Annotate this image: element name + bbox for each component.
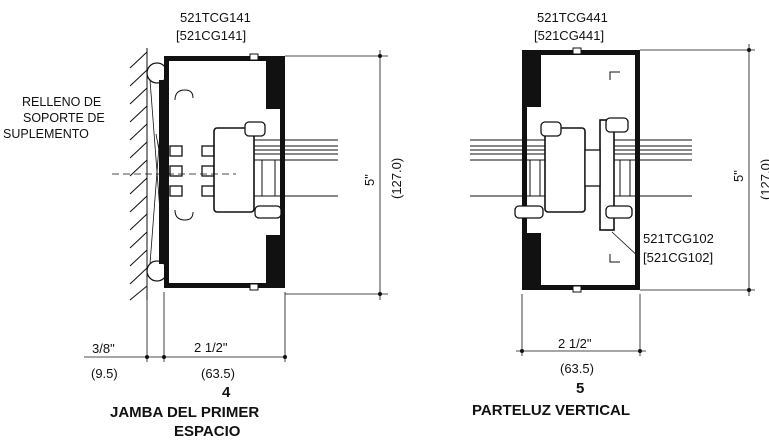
part-label-top-5a: 521TCG441 (537, 10, 608, 25)
callout-line-2: SOPORTE DE (23, 111, 105, 125)
callout-line-1: RELLENO DE (22, 95, 101, 109)
dim-height-5 (640, 44, 755, 296)
detail-number-4: 4 (222, 384, 231, 401)
detail-5-mullion: 521TCG441 [521CG441] 521TCG102 [521CG102… (470, 10, 769, 419)
glass-unit-left (254, 139, 338, 197)
detail-4-jamb: 521TCG141 [521CG141] RELLENO DE SOPORTE … (3, 10, 404, 440)
part-label-top-5b: [521CG441] (534, 28, 604, 43)
part-label-side-5a: 521TCG102 (643, 231, 714, 246)
detail-title-4-line1: JAMBA DEL PRIMER (110, 404, 259, 421)
detail-title-5-line1: PARTELUZ VERTICAL (472, 402, 630, 419)
dim-height-5-mm: (127.0) (758, 159, 769, 200)
mullion-profile (514, 47, 640, 293)
dim-depth-5-mm: (63.5) (560, 361, 594, 376)
dim-shim-in: 3/8" (92, 341, 115, 356)
dim-height-5-in: 5" (731, 170, 746, 182)
jamb-frame-profile (164, 53, 285, 291)
leader-part-5-side (611, 231, 641, 259)
dim-depth-4-mm: (63.5) (201, 366, 235, 381)
detail-number-5: 5 (576, 380, 584, 397)
dim-height-4 (285, 50, 388, 300)
dim-height-4-in: 5" (362, 174, 377, 186)
detail-title-4-line2: ESPACIO (174, 423, 241, 440)
sealant-backer (146, 62, 168, 282)
part-label-side-5b: [521CG102] (643, 250, 713, 265)
glass-unit-5-right (614, 139, 692, 197)
part-label-top-4b: [521CG141] (176, 28, 246, 43)
dim-height-4-mm: (127.0) (389, 158, 404, 199)
callout-leader (155, 133, 163, 167)
dim-shim-mm: (9.5) (91, 366, 118, 381)
part-label-top-4a: 521TCG141 (180, 10, 251, 25)
dim-depth-5-in: 2 1/2" (558, 336, 592, 351)
dim-bottom-4 (84, 292, 287, 362)
dim-bottom-5 (516, 294, 646, 356)
dim-depth-4-in: 2 1/2" (194, 340, 228, 355)
callout-line-3: SUPLEMENTO (3, 127, 89, 141)
glass-unit-5-left (470, 139, 545, 197)
